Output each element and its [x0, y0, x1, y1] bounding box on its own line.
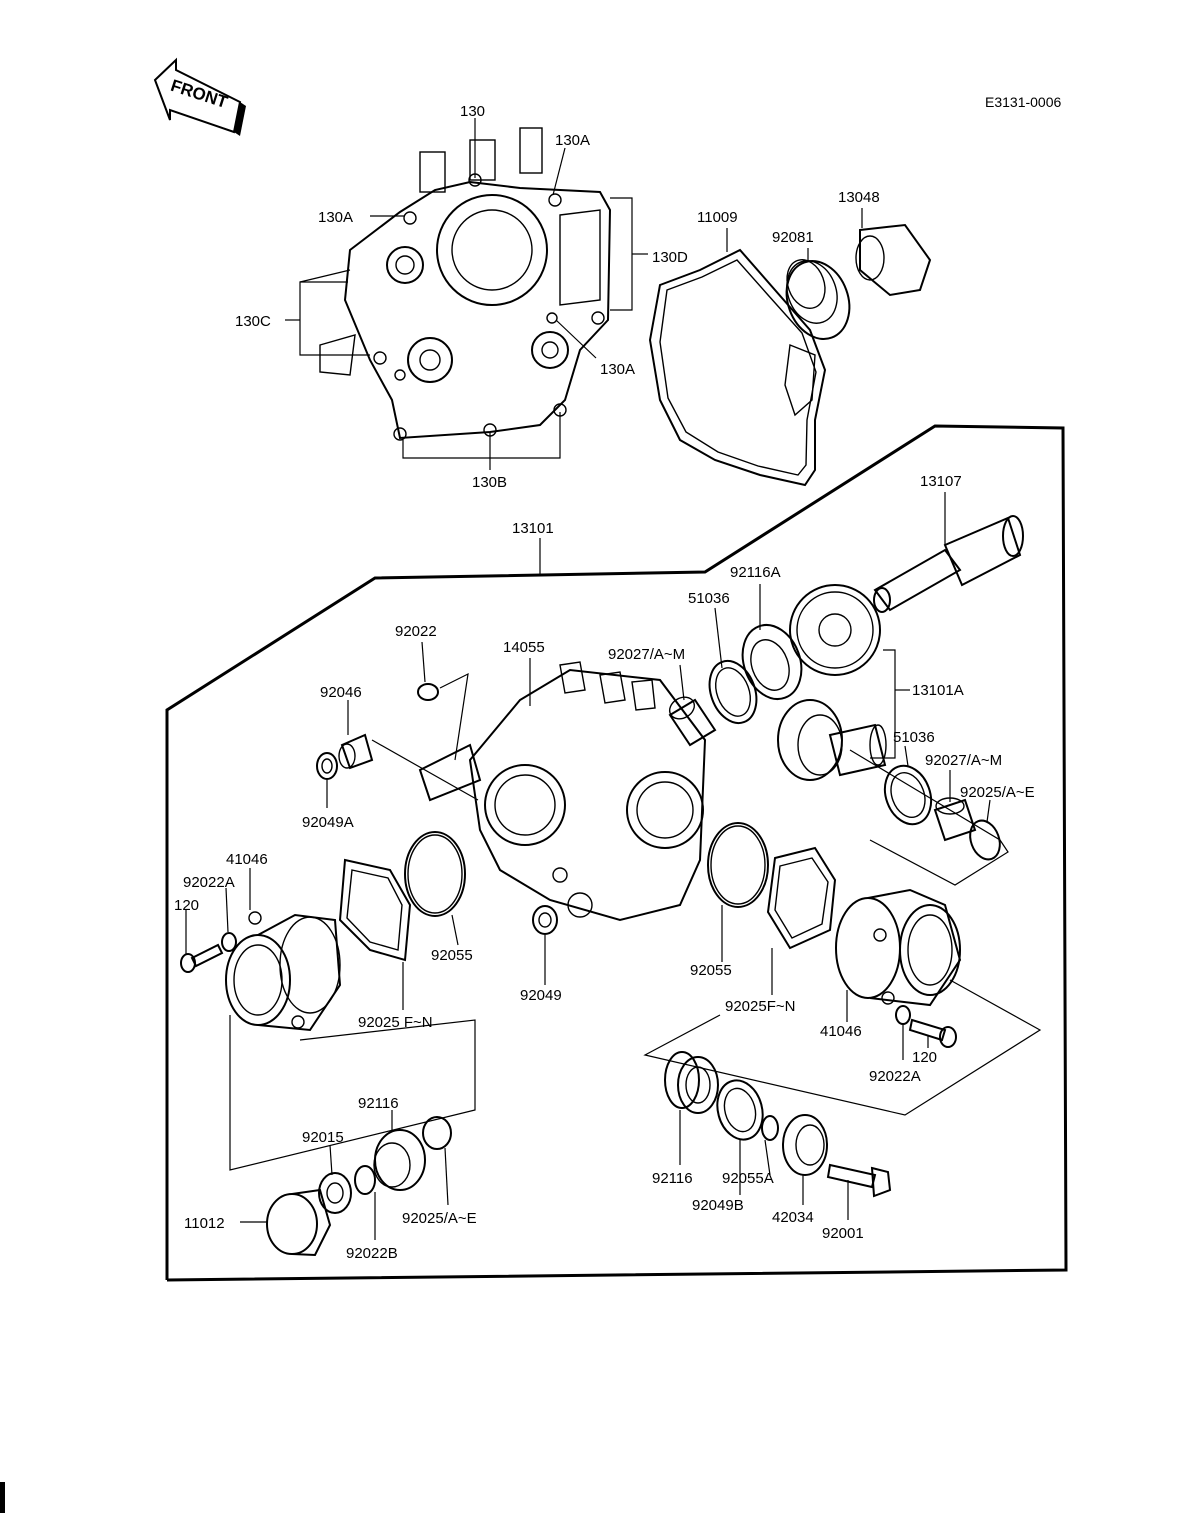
- label-92116-right: 92116: [652, 1170, 693, 1187]
- label-120-right: 120: [912, 1049, 937, 1066]
- label-92055-right: 92055: [690, 962, 732, 979]
- oring-92055A-drawing: [761, 1115, 779, 1176]
- diagram-code: E3131-0006: [985, 94, 1062, 110]
- bolt-120-right-drawing: [908, 1018, 957, 1048]
- label-13048: 13048: [838, 189, 880, 206]
- cap-11012-drawing: [240, 1188, 332, 1257]
- housing-14055-drawing: [418, 658, 707, 922]
- label-13107: 13107: [920, 473, 962, 490]
- label-92049A: 92049A: [302, 814, 354, 831]
- label-92116A: 92116A: [730, 564, 781, 581]
- bearing-housing-41046-right-drawing: [643, 888, 1042, 1116]
- label-11009: 11009: [697, 209, 738, 226]
- label-51036-top: 51036: [688, 590, 730, 607]
- bolt-120-left-drawing: [180, 910, 224, 973]
- label-92025fn-right: 92025F~N: [725, 998, 795, 1015]
- nut-92015-drawing: [318, 1144, 352, 1214]
- seal-92049B-drawing: [716, 1079, 764, 1195]
- label-92027-top: 92027/A~M: [608, 646, 685, 663]
- part-labels: 130 130A 130A 130D 130C 130A 130B 11009 …: [174, 103, 1035, 1262]
- label-13101: 13101: [512, 520, 554, 537]
- label-130A-right: 130A: [600, 361, 635, 378]
- label-92025fn-left: 92025 F~N: [358, 1014, 433, 1031]
- label-130C: 130C: [235, 313, 271, 330]
- assembly-frame-13101: [165, 424, 1068, 1282]
- label-92027-right: 92027/A~M: [925, 752, 1002, 769]
- label-92001: 92001: [822, 1225, 864, 1242]
- label-130: 130: [460, 103, 485, 120]
- crankcase-drawing: [319, 127, 612, 441]
- label-42034: 42034: [772, 1209, 814, 1226]
- label-92049: 92049: [520, 987, 562, 1004]
- crankcase-leaders: [285, 118, 648, 470]
- washer-92022-drawing: [417, 641, 469, 761]
- label-130D: 130D: [652, 249, 688, 266]
- front-arrow-icon: FRONT: [153, 57, 246, 136]
- shim-51036-right-drawing: [883, 745, 933, 826]
- label-92022A-right: 92022A: [869, 1068, 921, 1085]
- oring-92055-right-drawing: [707, 822, 769, 962]
- gear-42034-drawing: [782, 1114, 828, 1205]
- label-92116-left: 92116: [358, 1095, 399, 1112]
- sleeve-92027-top-drawing: [668, 664, 717, 747]
- washer-92022A-right-drawing: [895, 1005, 911, 1060]
- label-51036-right: 51036: [893, 729, 935, 746]
- cam-13048-drawing: [855, 208, 932, 297]
- bolt-92001-drawing: [826, 1163, 892, 1220]
- gasket-92025fn-right-drawing: [766, 846, 837, 995]
- label-41046-left: 41046: [226, 851, 268, 868]
- label-92025-ae-right: 92025/A~E: [960, 784, 1035, 801]
- scan-edge-mark: [0, 1482, 5, 1513]
- label-130A-top: 130A: [555, 132, 590, 149]
- label-92055-left: 92055: [431, 947, 473, 964]
- label-13101A: 13101A: [912, 682, 964, 699]
- label-92025-ae-left: 92025/A~E: [402, 1210, 477, 1227]
- bearing-housing-41046-left-drawing: [225, 868, 476, 1171]
- label-130A-left: 130A: [318, 209, 353, 226]
- label-92049B: 92049B: [692, 1197, 744, 1214]
- sleeve-92027-right-drawing: [933, 770, 977, 842]
- right-shim-group-bracket: [849, 749, 1009, 886]
- label-120-left: 120: [174, 897, 199, 914]
- seal-92049A-drawing: [316, 752, 338, 808]
- seal-92049-drawing: [532, 905, 558, 985]
- shaft-13107-drawing: [873, 492, 1024, 613]
- spring-92081-drawing: [785, 248, 851, 340]
- label-92022A-left: 92022A: [183, 874, 235, 891]
- label-92022B: 92022B: [346, 1245, 398, 1262]
- label-92055A: 92055A: [722, 1170, 774, 1187]
- shim-51036-top-drawing: [708, 607, 758, 724]
- label-130B: 130B: [472, 474, 507, 491]
- gasket-11009-drawing: [648, 228, 827, 487]
- label-92081: 92081: [772, 229, 814, 246]
- shim-92025-left-drawing: [422, 1116, 452, 1206]
- label-41046-right: 41046: [820, 1023, 862, 1040]
- ring-92025-right-drawing: [969, 799, 1001, 861]
- oring-92055-left-drawing: [404, 831, 466, 946]
- label-92046: 92046: [320, 684, 362, 701]
- label-14055: 14055: [503, 639, 545, 656]
- washer-92022A-left-drawing: [221, 887, 237, 952]
- label-11012: 11012: [184, 1215, 225, 1232]
- bevel-gear-drawing: [777, 699, 887, 781]
- washer-92022B-drawing: [354, 1165, 376, 1240]
- gear-13101A-drawing: [789, 584, 910, 759]
- label-92015: 92015: [302, 1129, 344, 1146]
- label-92022: 92022: [395, 623, 437, 640]
- bearing-92116-right-drawing: [664, 1051, 719, 1165]
- bushing-92046-drawing: [338, 700, 479, 801]
- bearing-92116-left-drawing: [373, 1110, 426, 1191]
- gasket-92025fn-left-drawing: [338, 858, 412, 1010]
